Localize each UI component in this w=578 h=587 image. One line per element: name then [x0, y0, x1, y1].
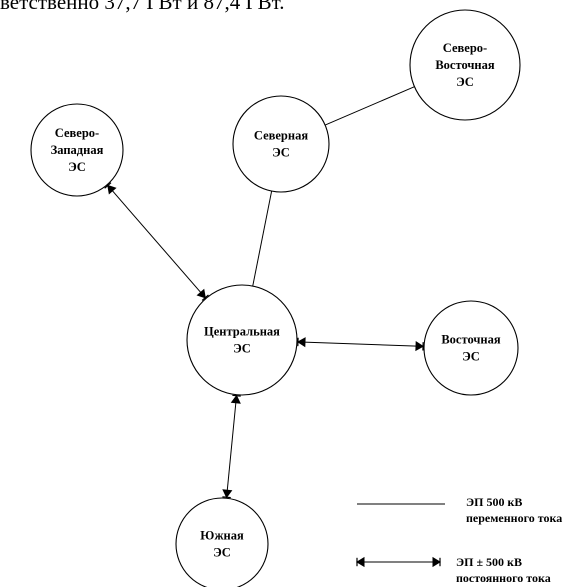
link-c-s: [222, 394, 241, 499]
node-label: ЭС: [462, 350, 480, 364]
node-label: ЭС: [68, 160, 86, 174]
legend-dc-arrow-icon: [432, 556, 441, 568]
node-label: Центральная: [204, 325, 280, 339]
dc-arrow-icon: [222, 489, 233, 499]
ac-line: [252, 190, 273, 287]
dc-arrow-icon: [104, 182, 117, 195]
link-c-e: [296, 337, 425, 352]
node-circle: [175, 497, 269, 587]
legend-dc-arrows: [356, 556, 441, 568]
node-label: ЭС: [456, 75, 474, 89]
legend-dc-arrow-icon: [356, 556, 365, 568]
nodes-layer: Северо-ЗападнаяЭССевернаяЭССеверо-Восточ…: [30, 9, 521, 587]
node-label: Северо-: [443, 41, 487, 55]
node-label: ЭС: [233, 342, 251, 356]
legend-ac-label-line2: переменного тока: [466, 511, 562, 525]
node-label: Восточная: [435, 58, 495, 72]
dc-arrow-icon: [230, 394, 241, 404]
node-label: Восточная: [441, 333, 501, 347]
legend-dc-label-line1: ЭП ± 500 кВ: [456, 555, 522, 569]
node-label: ЭС: [272, 146, 290, 160]
link-n-ne: [324, 86, 415, 126]
ac-line: [324, 86, 415, 126]
link-nw-c: [104, 182, 209, 301]
legend: ЭП 500 кВ переменного тока ЭП ± 500 кВ п…: [356, 495, 562, 585]
header-text: ветственно 37,7 ГВт и 87,4 ГВт.: [0, 0, 285, 14]
node-label: Западная: [51, 143, 104, 157]
dc-arrow-icon: [415, 340, 425, 352]
dc-arrow-icon: [296, 337, 306, 348]
dc-line: [225, 394, 238, 499]
dc-arrow-icon: [196, 288, 209, 301]
link-n-c: [252, 190, 273, 287]
node-label: ЭС: [213, 546, 231, 560]
dc-line: [296, 341, 425, 347]
node-label: Северная: [254, 129, 308, 143]
node-circle: [423, 300, 519, 396]
node-label: Южная: [200, 529, 244, 543]
node-circle: [186, 284, 298, 396]
node-circle: [30, 103, 124, 197]
dc-line: [106, 184, 207, 299]
node-circle: [232, 95, 330, 193]
legend-dc-label-line2: постоянного тока: [456, 571, 551, 585]
links-layer: [104, 86, 425, 499]
node-label: Северо-: [55, 126, 99, 140]
legend-ac-label-line1: ЭП 500 кВ: [466, 495, 522, 509]
node-circle: [409, 9, 521, 121]
